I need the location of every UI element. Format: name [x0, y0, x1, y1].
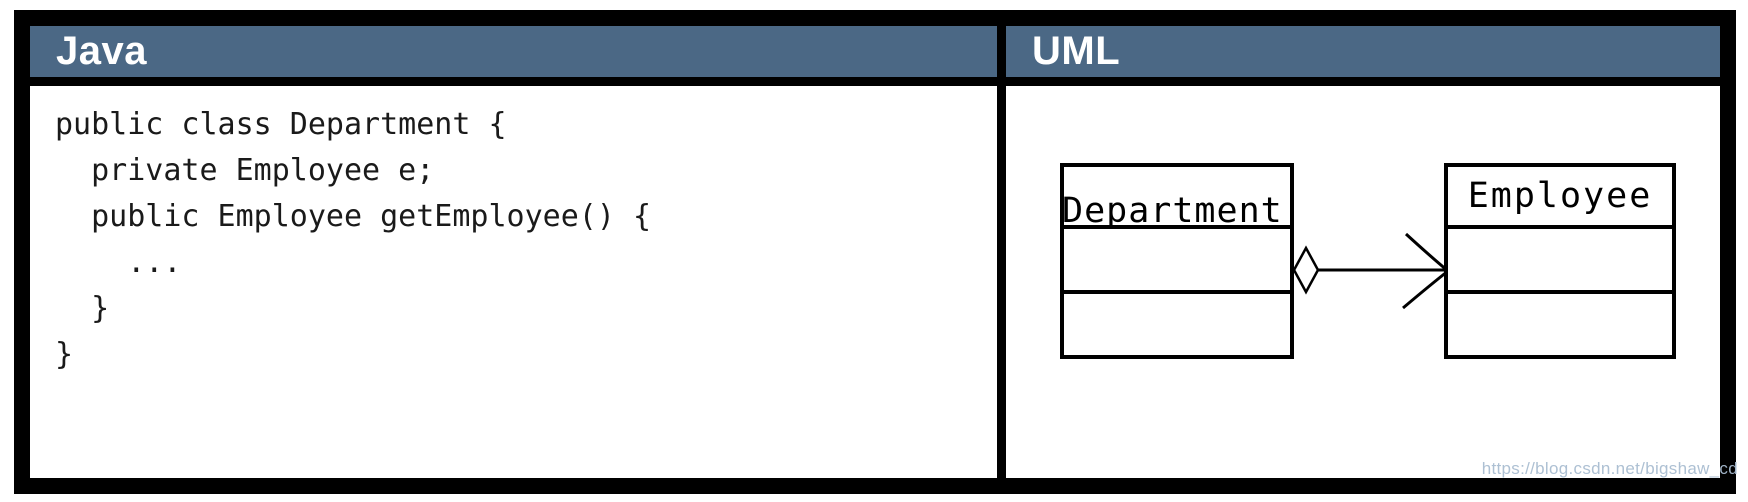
employee-class-name: Employee: [1467, 176, 1653, 216]
code-line: public class Department {: [55, 107, 507, 142]
code-line: }: [55, 291, 110, 326]
department-class-name: Department: [1062, 191, 1283, 231]
code-line: ...: [55, 245, 182, 280]
uml-header-label: UML: [1032, 29, 1121, 73]
department-title-compartment: Department: [1062, 167, 1290, 231]
java-code-block: public class Department { private Employ…: [30, 86, 997, 378]
arrowhead-upper-barb-icon: [1404, 232, 1449, 273]
uml-class-department: Department: [1060, 163, 1294, 359]
code-line: public Employee getEmployee() {: [55, 199, 652, 234]
employee-title-compartment: Employee: [1448, 167, 1672, 225]
uml-diagram-cell: Department Employee: [1006, 86, 1720, 478]
watermark-url: https://blog.csdn.net/bigshaw_cd: [1481, 459, 1738, 478]
employee-attributes-compartment: [1448, 225, 1672, 290]
department-attributes-compartment: [1064, 225, 1290, 290]
aggregation-diamond-icon: [1292, 245, 1320, 295]
uml-column-header: UML: [1006, 26, 1720, 77]
employee-methods-compartment: [1448, 290, 1672, 355]
department-methods-compartment: [1064, 290, 1290, 355]
java-uml-table: Java UML public class Department { priva…: [14, 10, 1736, 494]
java-code-cell: public class Department { private Employ…: [30, 86, 997, 478]
code-line: }: [55, 337, 74, 372]
java-header-label: Java: [56, 29, 147, 73]
java-column-header: Java: [30, 26, 997, 77]
uml-class-employee: Employee: [1444, 163, 1676, 359]
arrowhead-lower-barb-icon: [1402, 269, 1449, 310]
code-line: private Employee e;: [55, 153, 435, 188]
